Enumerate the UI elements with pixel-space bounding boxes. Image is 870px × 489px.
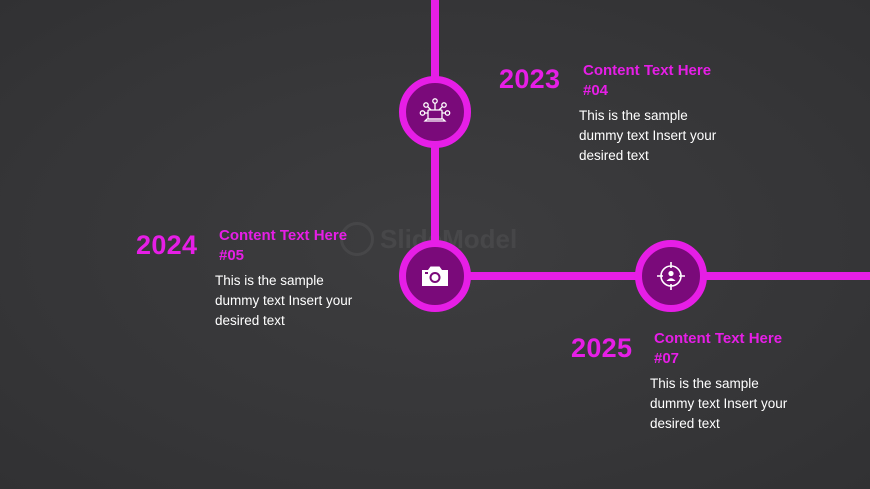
timeline-node-2025	[635, 240, 707, 312]
timeline-node-2023	[399, 76, 471, 148]
year-label-2024: 2024	[136, 230, 198, 260]
watermark-logo-icon	[340, 222, 374, 256]
camera-icon	[422, 266, 448, 286]
content-description-04: This is the sample dummy text Insert you…	[579, 108, 717, 163]
target-user-icon	[657, 262, 685, 290]
year-label-2025: 2025	[571, 333, 633, 363]
content-title-05: Content Text Here #05	[219, 227, 348, 264]
content-description-07: This is the sample dummy text Insert you…	[650, 376, 788, 431]
timeline-node-2024	[399, 240, 471, 312]
content-description-05: This is the sample dummy text Insert you…	[215, 273, 353, 328]
content-title-07: Content Text Here #07	[654, 330, 783, 367]
laptop-network-icon	[419, 98, 451, 122]
year-label-2023: 2023	[499, 64, 561, 94]
content-title-04: Content Text Here #04	[583, 62, 712, 99]
